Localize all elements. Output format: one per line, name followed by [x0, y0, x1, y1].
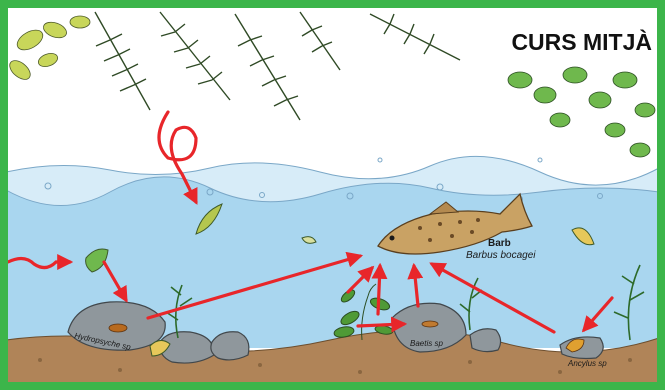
baetis-label: Baetis sp	[410, 339, 443, 348]
fish-common-name: Barb	[488, 238, 511, 249]
fish-scientific-name: Barbus bocagei	[466, 250, 536, 261]
diagram-title: CURS MITJÀ	[511, 28, 652, 55]
ancylus-label: Ancylus sp	[567, 359, 607, 368]
